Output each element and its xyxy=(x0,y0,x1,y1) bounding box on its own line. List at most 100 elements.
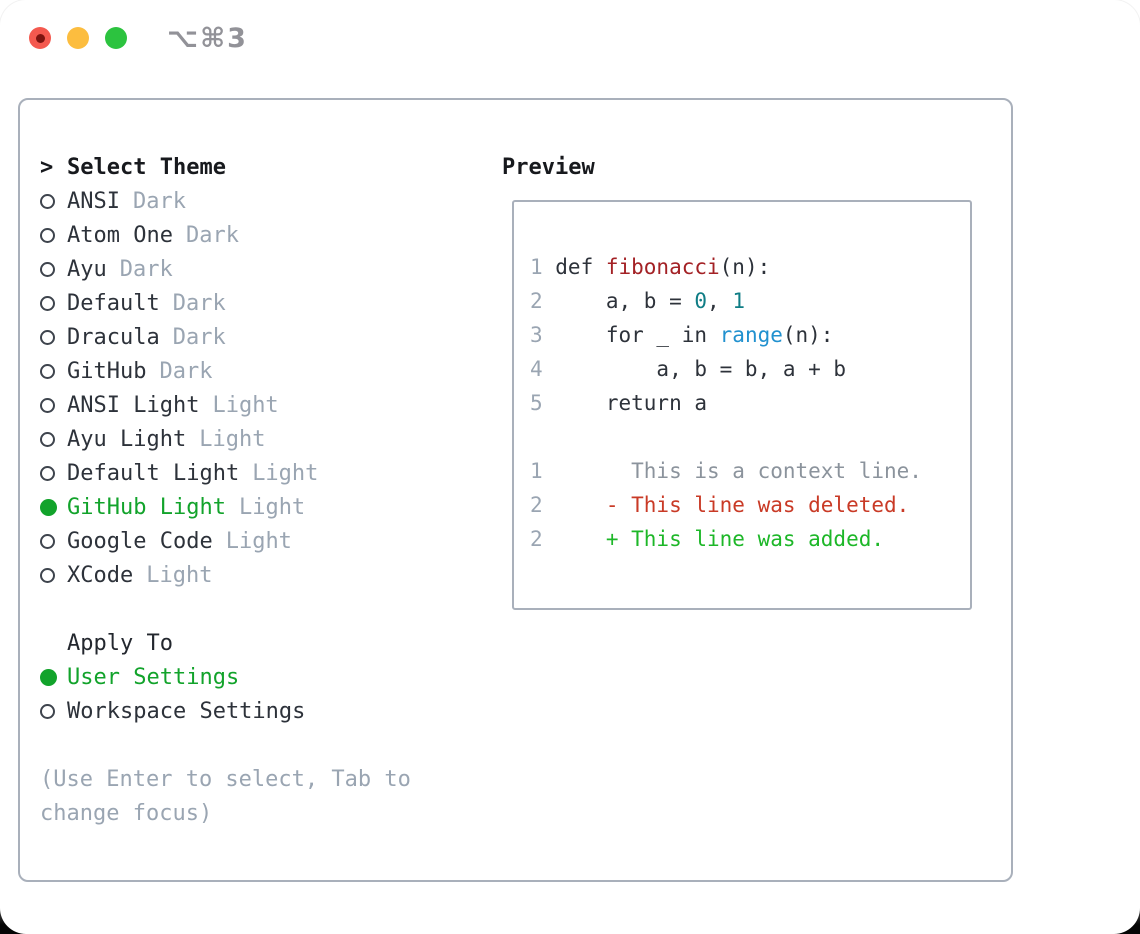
close-dot-icon xyxy=(35,33,45,43)
code-token: (n): xyxy=(719,255,771,279)
code-token: def xyxy=(555,255,606,279)
radio-icon xyxy=(40,227,67,243)
code-token: a, b = xyxy=(555,289,695,313)
code-token: 0 xyxy=(694,289,708,313)
select-theme-header: > Select Theme xyxy=(40,150,485,184)
theme-variant-label: Light xyxy=(252,460,319,486)
hint-line-1: (Use Enter to select, Tab to xyxy=(40,766,411,792)
select-theme-title: Select Theme xyxy=(67,154,226,180)
hint-line-2: change focus) xyxy=(40,800,213,826)
apply-to-header: Apply To xyxy=(40,626,485,660)
line-number: 4 xyxy=(530,357,543,381)
radio-selected-icon xyxy=(40,498,67,516)
line-number: 2 xyxy=(530,527,543,551)
radio-icon xyxy=(40,261,67,277)
theme-variant-label: Dark xyxy=(132,188,186,214)
code-token: (n): xyxy=(782,323,834,347)
theme-option-atom-one[interactable]: Atom One Dark xyxy=(40,218,485,252)
theme-name: Ayu xyxy=(67,256,107,282)
diff-added-line: 2 + This line was added. xyxy=(530,522,970,556)
code-line: 3 for _ in range(n): xyxy=(530,318,970,352)
theme-option-google-code[interactable]: Google Code Light xyxy=(40,524,485,558)
radio-icon xyxy=(40,465,67,481)
theme-name: GitHub xyxy=(67,358,147,384)
apply-option-workspace-settings[interactable]: Workspace Settings xyxy=(40,694,485,728)
theme-option-github[interactable]: GitHub Dark xyxy=(40,354,485,388)
line-number: 2 xyxy=(530,493,543,517)
theme-name: Atom One xyxy=(67,222,173,248)
theme-name: ANSI xyxy=(67,188,120,214)
theme-name: XCode xyxy=(67,562,134,588)
radio-icon xyxy=(40,533,67,549)
code-token: This is a context line. xyxy=(555,459,922,483)
theme-option-ansi[interactable]: ANSI Dark xyxy=(40,184,485,218)
theme-option-ansi-light[interactable]: ANSI Light Light xyxy=(40,388,485,422)
radio-circle xyxy=(40,465,55,481)
theme-name: ANSI Light xyxy=(67,392,200,418)
radio-icon xyxy=(40,397,67,413)
radio-icon xyxy=(40,431,67,447)
radio-icon xyxy=(40,703,67,719)
preview-column: Preview xyxy=(502,150,595,184)
theme-option-default-light[interactable]: Default Light Light xyxy=(40,456,485,490)
code-token: - This line was deleted. xyxy=(555,493,910,517)
theme-option-xcode[interactable]: XCode Light xyxy=(40,558,485,592)
theme-name: GitHub Light xyxy=(67,494,226,520)
theme-option-ayu-light[interactable]: Ayu Light Light xyxy=(40,422,485,456)
theme-variant-label: Light xyxy=(212,392,279,418)
radio-circle xyxy=(40,193,55,209)
apply-to-title: Apply To xyxy=(67,630,173,656)
code-token: for _ in xyxy=(555,323,720,347)
theme-variant-label: Dark xyxy=(119,256,173,282)
line-number: 5 xyxy=(530,391,543,415)
maximize-button[interactable] xyxy=(105,27,127,49)
theme-variant-label: Light xyxy=(199,426,266,452)
radio-selected-icon xyxy=(40,668,67,686)
radio-circle xyxy=(40,703,55,719)
theme-name: Ayu Light xyxy=(67,426,187,452)
code-line: 4 a, b = b, a + b xyxy=(530,352,970,386)
code-token: , xyxy=(707,289,733,313)
radio-circle xyxy=(40,397,55,413)
code-token: + This line was added. xyxy=(555,527,885,551)
preview-title: Preview xyxy=(502,154,595,180)
radio-icon xyxy=(40,329,67,345)
theme-variant-label: Light xyxy=(225,528,292,554)
line-number: 1 xyxy=(530,255,543,279)
spacer xyxy=(40,592,485,626)
line-number: 1 xyxy=(530,459,543,483)
window-title-shortcut: ⌥⌘3 xyxy=(167,22,248,54)
theme-option-ayu[interactable]: Ayu Dark xyxy=(40,252,485,286)
apply-option-label: User Settings xyxy=(67,664,240,690)
theme-variant-label: Dark xyxy=(172,290,226,316)
minimize-button[interactable] xyxy=(67,27,89,49)
theme-name: Google Code xyxy=(67,528,213,554)
theme-name: Default Light xyxy=(67,460,240,486)
code-token: a, b = b, a + b xyxy=(555,357,847,381)
close-button[interactable] xyxy=(29,27,51,49)
radio-circle xyxy=(40,363,55,379)
theme-variant-label: Dark xyxy=(159,358,213,384)
code-token: range xyxy=(719,323,783,347)
theme-variant-label: Light xyxy=(146,562,213,588)
code-token: 1 xyxy=(732,289,745,313)
radio-icon xyxy=(40,567,67,583)
radio-circle xyxy=(40,498,57,516)
radio-icon xyxy=(40,295,67,311)
radio-circle xyxy=(40,227,55,243)
theme-variant-label: Dark xyxy=(185,222,239,248)
apply-option-user-settings[interactable]: User Settings xyxy=(40,660,485,694)
diff-context-line: 1 This is a context line. xyxy=(530,454,970,488)
code-line: 5 return a xyxy=(530,386,970,420)
blank-line xyxy=(530,420,970,454)
code-token: return a xyxy=(555,391,707,415)
